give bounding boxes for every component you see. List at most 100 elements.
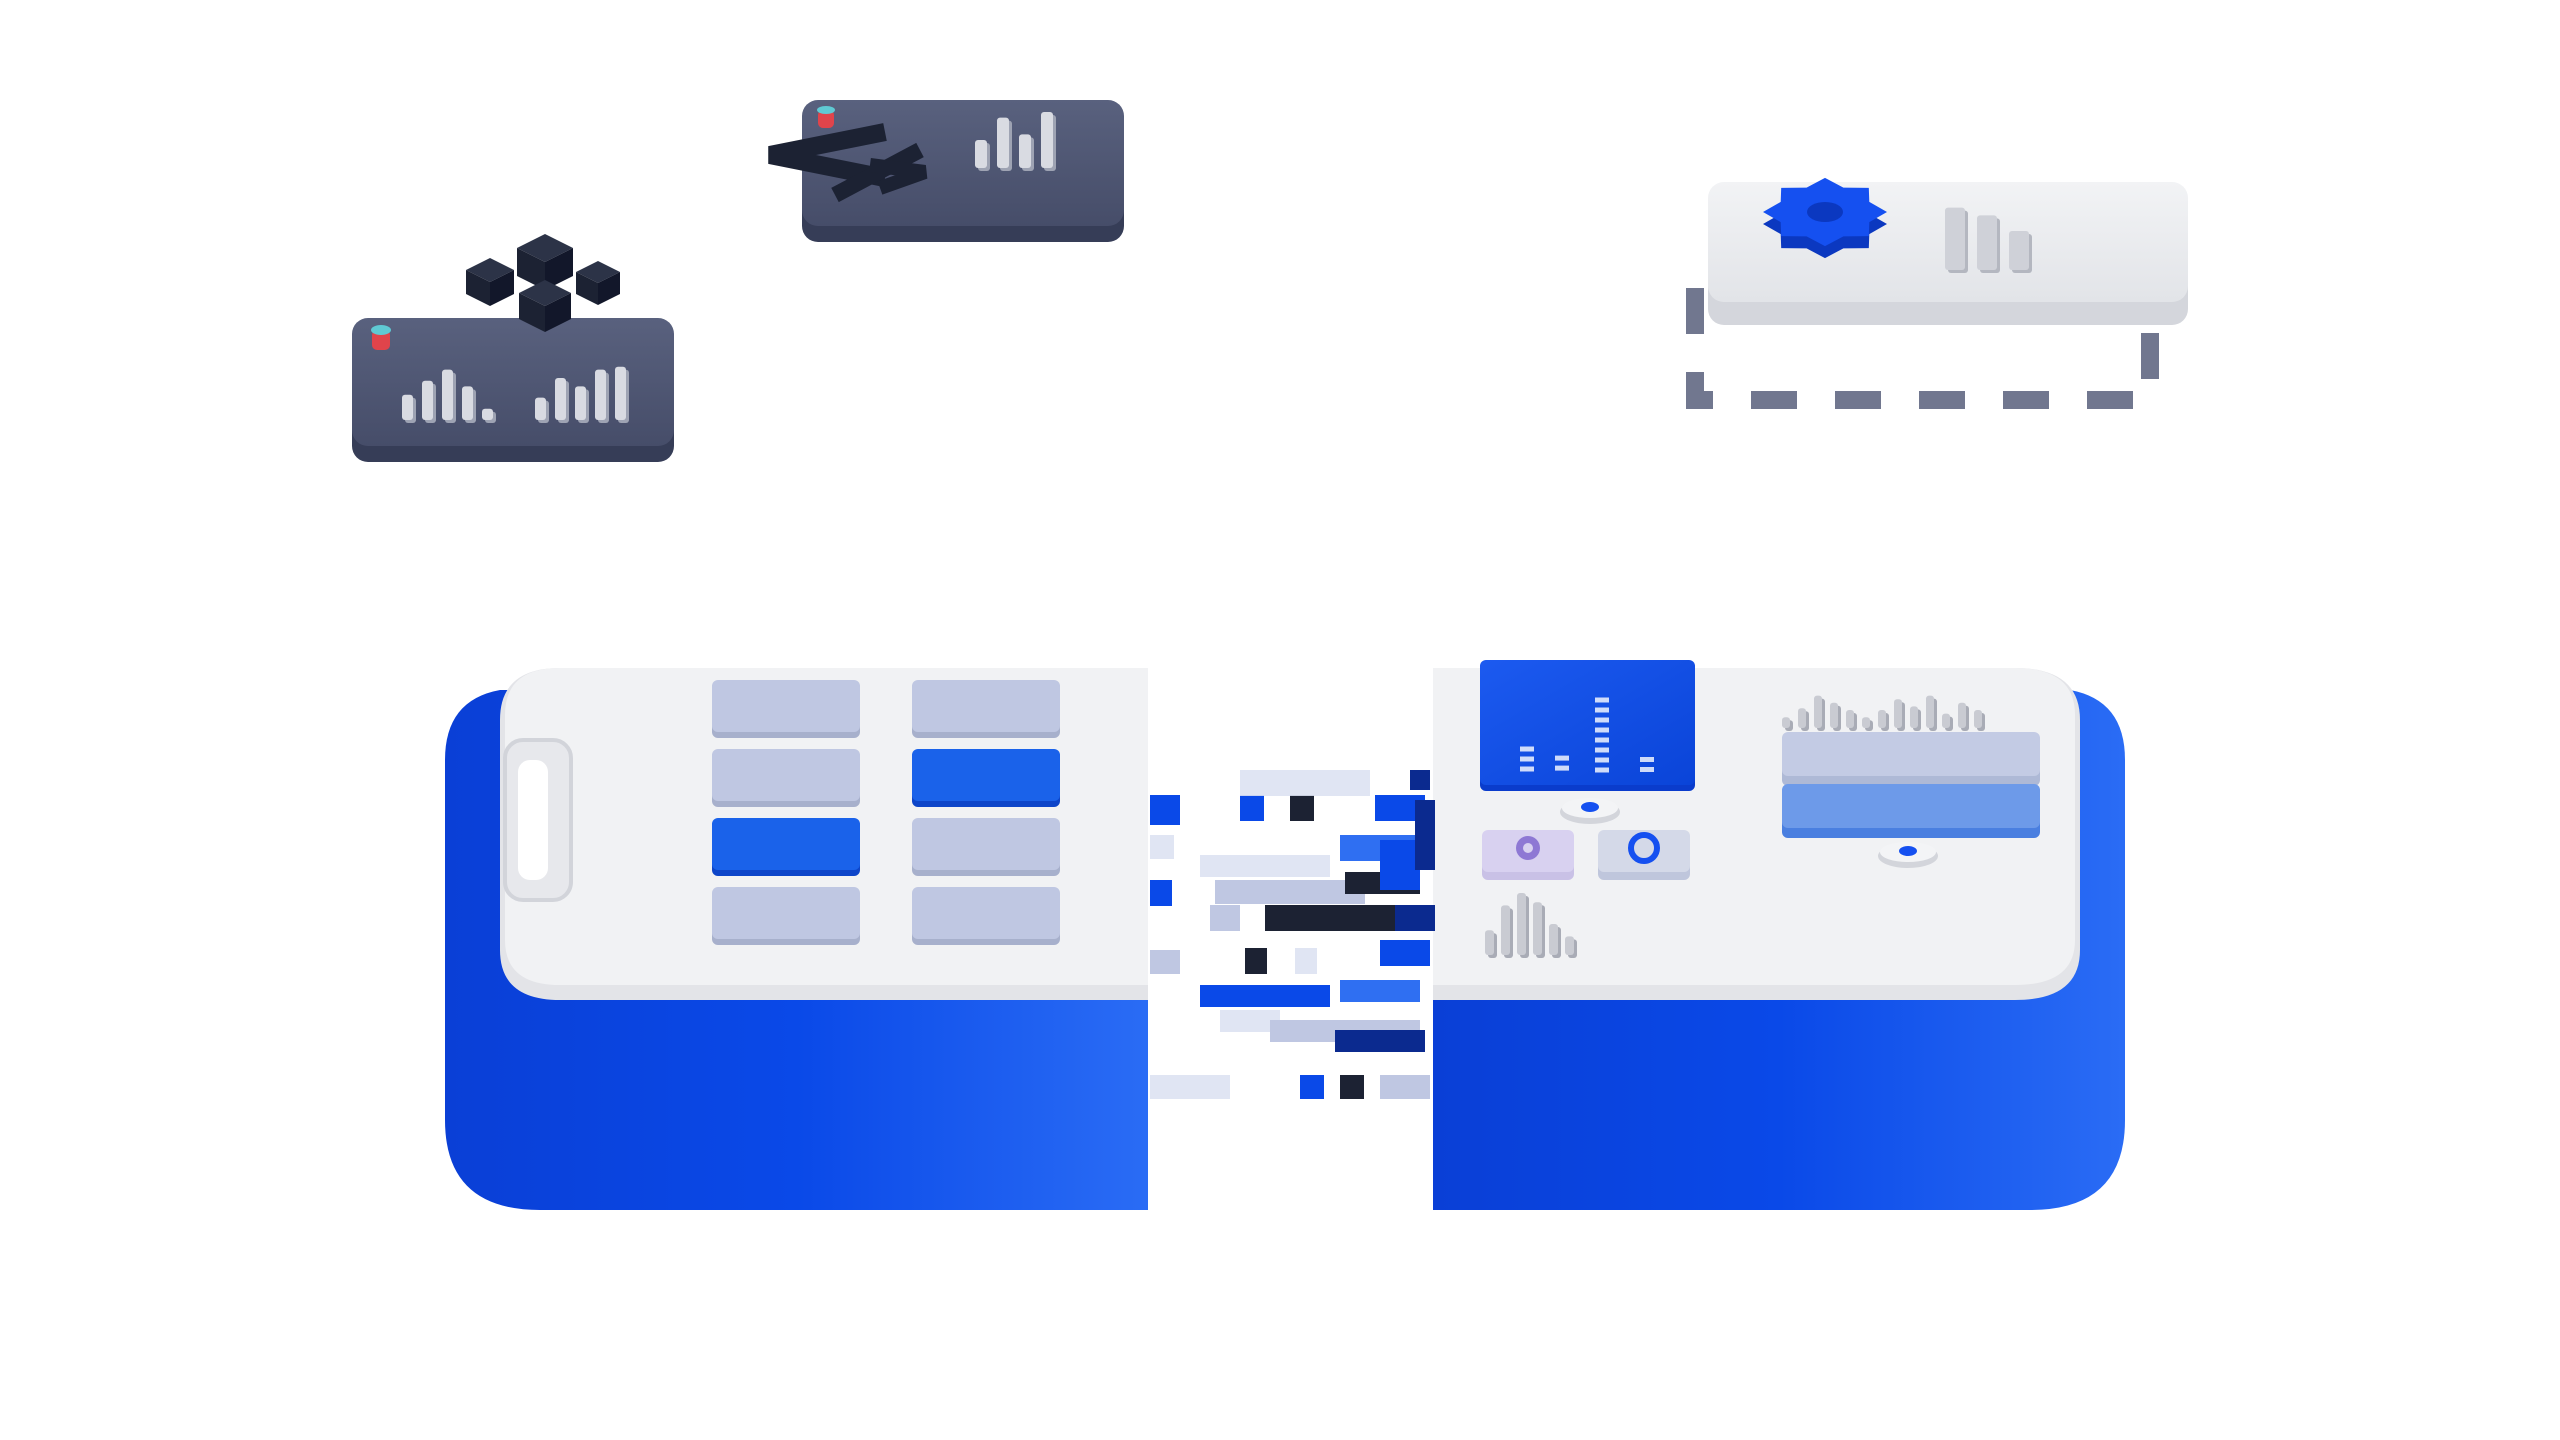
screen-data-glyphs — [1520, 697, 1654, 773]
floating-card-settings — [1686, 177, 2188, 409]
data-pixel — [1335, 1030, 1425, 1052]
screen-glyph — [1595, 747, 1609, 753]
data-pixel — [1290, 795, 1314, 821]
bar — [1565, 936, 1574, 955]
tile — [712, 887, 860, 939]
screen-glyph — [1520, 756, 1534, 762]
screen-glyph — [1595, 757, 1609, 763]
tile — [912, 887, 1060, 939]
data-pixel — [1215, 880, 1365, 904]
data-pixel — [1415, 800, 1435, 870]
data-pixel-stream — [1150, 770, 1435, 1099]
bar — [1910, 706, 1918, 728]
chart-screen — [1480, 660, 1695, 791]
hex-gear-icon — [1482, 830, 1574, 880]
data-pixel — [1340, 1075, 1364, 1099]
bar — [1830, 702, 1838, 728]
tile — [712, 818, 860, 870]
gear-icon — [1598, 830, 1690, 880]
data-pixel — [1210, 905, 1240, 931]
tile — [912, 680, 1060, 732]
tile — [912, 749, 1060, 801]
toggle-dot-icon — [1560, 798, 1620, 824]
data-pixel — [1245, 948, 1267, 974]
data-pixel — [1380, 940, 1430, 966]
data-pixel — [1380, 840, 1420, 890]
bar-chart-icon — [1782, 695, 1985, 731]
bar — [615, 366, 626, 420]
bar — [2009, 231, 2029, 270]
bar — [1926, 695, 1934, 728]
platform — [445, 660, 2125, 1210]
bar — [1041, 112, 1053, 168]
bar — [1782, 717, 1790, 728]
screen-glyph — [1640, 757, 1654, 762]
bar — [1958, 702, 1966, 728]
bar — [1846, 710, 1854, 728]
cubes-icon — [466, 234, 620, 332]
floating-card-metrics — [352, 234, 674, 462]
bar — [595, 369, 606, 420]
data-pixel — [1340, 980, 1420, 1002]
bar — [1549, 924, 1558, 955]
bar — [975, 140, 987, 168]
gear-icon — [1763, 177, 1887, 259]
data-pixel — [1380, 1075, 1430, 1099]
bar — [535, 397, 546, 420]
bar — [1942, 713, 1950, 728]
floating-card-code — [768, 100, 1124, 242]
data-pixel — [1240, 795, 1264, 821]
screen-glyph — [1640, 767, 1654, 772]
screen-glyph — [1595, 727, 1609, 733]
bar — [1501, 905, 1510, 955]
bar — [1862, 717, 1870, 728]
screen-glyph — [1555, 765, 1569, 771]
screen-glyph — [1595, 707, 1609, 713]
bar — [575, 386, 586, 420]
bar — [1517, 893, 1526, 955]
toggle-dot-icon — [1878, 842, 1938, 868]
screen-glyph — [1595, 737, 1609, 743]
data-pixel — [1220, 1010, 1280, 1032]
tile — [912, 818, 1060, 870]
bar — [555, 378, 566, 420]
status-pin-icon — [817, 106, 835, 128]
code-brackets-icon — [768, 123, 928, 203]
bar-chart-icon — [975, 112, 1056, 171]
data-pixel — [1200, 855, 1330, 877]
screen-glyph — [1555, 755, 1569, 761]
bar — [1814, 695, 1822, 728]
bar — [442, 369, 453, 420]
bar-chart-icon — [1485, 893, 1577, 958]
data-pixel — [1200, 985, 1330, 1007]
bar — [1974, 710, 1982, 728]
bar — [1878, 710, 1886, 728]
bar — [1977, 215, 1997, 270]
data-pixel — [1395, 905, 1435, 931]
tile-grid — [712, 680, 1060, 945]
tile — [712, 680, 860, 732]
bar — [1945, 207, 1965, 270]
data-pixel — [1150, 1075, 1230, 1099]
data-pixel — [1300, 1075, 1324, 1099]
status-pin-icon — [371, 325, 391, 350]
screen-glyph — [1595, 697, 1609, 703]
data-pixel — [1410, 770, 1430, 790]
data-pixel — [1240, 770, 1370, 796]
data-pixel — [1150, 795, 1180, 825]
bar-chart-icon — [402, 366, 629, 423]
tile — [712, 749, 860, 801]
bar — [422, 380, 433, 420]
data-pixel — [1295, 948, 1317, 974]
bar — [1533, 902, 1542, 955]
bar — [1485, 930, 1494, 955]
dashed-outline — [1686, 288, 2159, 409]
bar — [1798, 708, 1806, 728]
screen-glyph — [1520, 746, 1534, 752]
bar — [402, 394, 413, 420]
data-pixel — [1150, 950, 1180, 974]
bar — [462, 386, 473, 420]
screen-glyph — [1595, 767, 1609, 773]
bar — [1019, 134, 1031, 168]
